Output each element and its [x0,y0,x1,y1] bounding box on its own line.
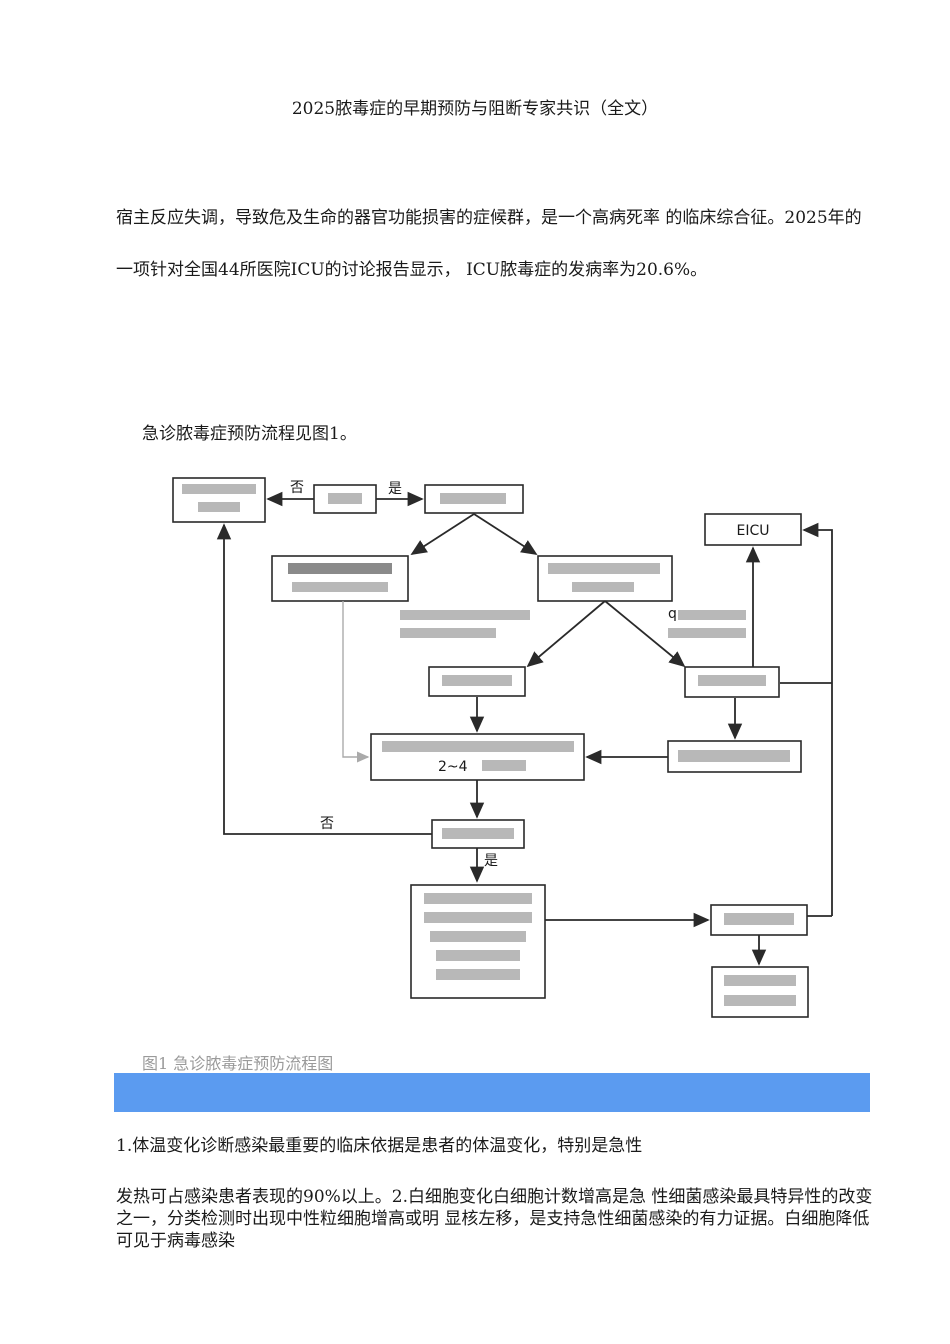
flow-box-followup [710,904,808,936]
section-divider-bar [114,1073,870,1112]
figure-lead-text: 急诊脓毒症预防流程见图1。 [142,424,357,444]
flow-criteria-text-4 [668,628,746,638]
flow-box-decision-top [313,484,377,514]
flow-label-dose: 2~4 [438,759,468,775]
flow-label-yes-top: 是 [388,481,402,497]
flow-criteria-text-1 [400,610,530,620]
document-title: 2025脓毒症的早期预防与阻断专家共识（全文） [291,99,659,119]
flow-label-q: q [668,606,677,622]
flow-box-outcome [711,966,809,1018]
flow-box-continued-care [410,884,546,999]
flow-box-high-risk [684,666,780,698]
flow-criteria-text-2 [400,628,496,638]
flow-label-yes-mid: 是 [484,853,498,869]
flow-box-assessment-left [271,555,409,602]
sepsis-prevention-flowchart: 否 是 EICU q 2 [172,477,833,1018]
flow-box-eicu: EICU [704,513,802,546]
flow-box-evaluation [431,819,525,849]
body-paragraph-temperature: 1.体温变化诊断感染最重要的临床依据是患者的体温变化，特别是急性 [116,1136,643,1156]
figure-caption: 图1 急诊脓毒症预防流程图 [142,1054,334,1073]
flow-criteria-text-3 [678,610,746,620]
flow-box-low-risk [428,666,526,697]
body-paragraph-wbc: 发热可占感染患者表现的90%以上。2.白细胞变化白细胞计数增高是急 性细菌感染最… [116,1187,873,1251]
flow-box-assessment-right [537,555,673,602]
flow-box-top-left [172,477,266,523]
flow-label-no-mid: 否 [320,816,334,832]
flow-box-monitoring [667,740,802,773]
flow-label-no-top: 否 [290,480,304,496]
flow-box-treatment: 2~4 [370,733,585,781]
flow-label-eicu: EICU [737,523,770,539]
intro-paragraph: 宿主反应失调，导致危及生命的器官功能损害的症候群，是一个高病死率 的临床综合征。… [116,208,862,280]
flow-box-screening [424,484,524,514]
